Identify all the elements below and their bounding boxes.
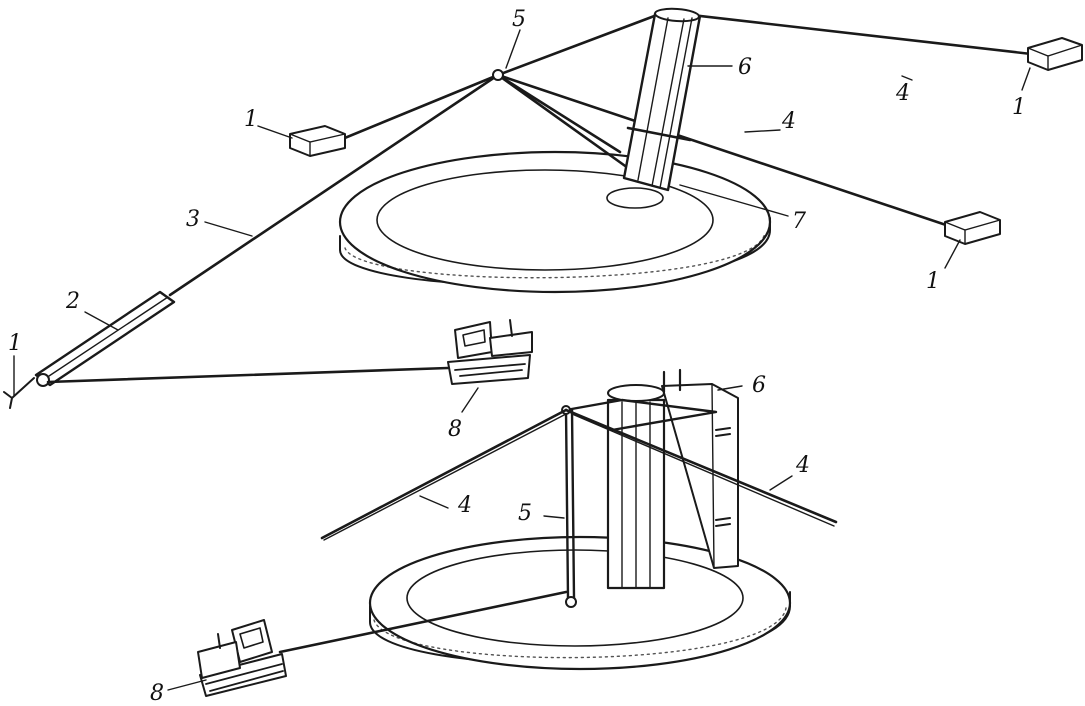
label-traction-cable: 3 — [186, 207, 200, 232]
tower-top — [622, 7, 702, 192]
label-tower-lower: 6 — [752, 373, 766, 398]
guy-cable-lower-left — [320, 408, 568, 540]
top-scene — [3, 7, 1083, 413]
tractor-top — [447, 319, 533, 385]
label-block-left: 1 — [244, 107, 258, 132]
bottom-scene — [167, 368, 838, 697]
tractor-cable-bottom — [278, 590, 568, 654]
guy-cable-top-right — [496, 10, 1042, 77]
label-guy-mid-right: 4 — [781, 109, 796, 134]
foundation-top — [338, 150, 772, 294]
guy-cable-lower-right — [564, 408, 838, 524]
traction-cable — [168, 73, 500, 297]
tractor-cable-top — [46, 366, 450, 384]
label-guy-lower-right: 4 — [795, 453, 810, 478]
label-boom-lower: 5 — [518, 501, 532, 526]
anchor-block-top-right — [1027, 37, 1083, 71]
label-guy-top-right: 4 — [895, 81, 910, 106]
guy-cable-left — [333, 73, 500, 144]
foundation-bottom — [368, 535, 792, 671]
tractor-lower — [197, 619, 287, 697]
label-foundation-hinge: 7 — [792, 209, 806, 234]
hinged-boom — [3, 290, 176, 409]
boom-head-node — [492, 69, 504, 81]
label-tractor-lower: 8 — [150, 681, 164, 706]
label-block-top-right: 1 — [1012, 95, 1026, 120]
label-anchor-left: 1 — [8, 331, 22, 356]
label-guy-lower-left: 4 — [457, 493, 472, 518]
label-tower-top: 6 — [738, 55, 752, 80]
label-boom-head: 5 — [512, 7, 526, 32]
label-block-right: 1 — [926, 269, 940, 294]
label-tractor-top: 8 — [448, 417, 462, 442]
guy-cable-mid-right — [496, 73, 957, 230]
labels: 5 6 1 4 1 4 7 1 3 2 1 8 6 4 4 5 8 — [8, 7, 1026, 706]
label-hinged-boom: 2 — [65, 289, 80, 314]
anchor-block-left — [289, 125, 346, 157]
anchor-block-right — [944, 211, 1001, 245]
strut-to-tower — [496, 73, 630, 170]
strut-to-tower-2 — [496, 73, 622, 154]
